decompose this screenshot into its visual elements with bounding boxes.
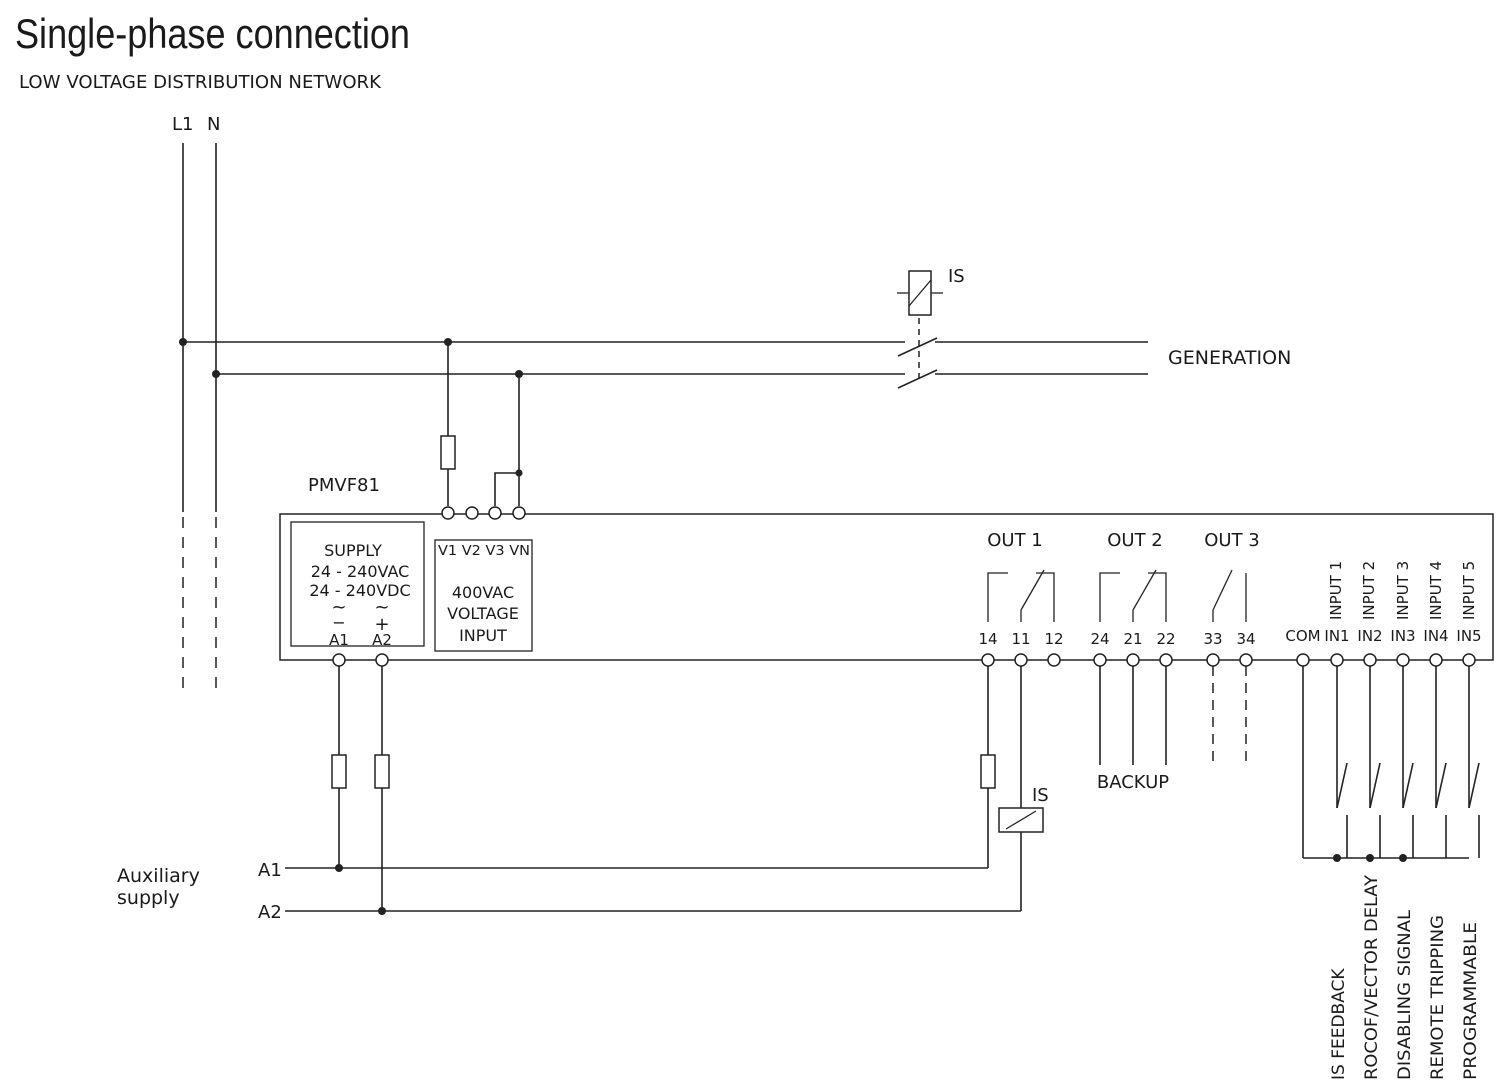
- ac-symbol-a2: ~: [374, 597, 389, 618]
- terminal-34-label: 34: [1236, 630, 1255, 648]
- auxiliary-label-line1: Auxiliary: [117, 865, 200, 887]
- ac-symbol-a1: ~: [331, 597, 346, 618]
- supply-title: SUPPLY: [324, 541, 382, 560]
- in5-label: IN5: [1456, 627, 1481, 645]
- supply-ac-range: 24 - 240VAC: [311, 562, 410, 581]
- voltage-terminal-labels: V1 V2 V3 VN: [438, 544, 530, 559]
- out2-wiring: [1099, 666, 1167, 765]
- in1-label: IN1: [1324, 627, 1349, 645]
- terminal-24-label: 24: [1090, 630, 1109, 648]
- supply-dc-range: 24 - 240VDC: [309, 581, 410, 600]
- out1-label: OUT 1: [987, 530, 1043, 551]
- terminal-12-label: 12: [1044, 630, 1063, 648]
- out3-wiring: [1212, 666, 1247, 768]
- voltage-input-line1: 400VAC: [452, 583, 514, 602]
- terminal-a2-label: A2: [372, 631, 392, 649]
- relay-label-top: IS: [948, 266, 965, 287]
- device-box: [279, 513, 1494, 661]
- voltage-input-box: [434, 539, 533, 652]
- out3-label: OUT 3: [1204, 530, 1260, 551]
- input-1-function: IS FEEDBACK: [1329, 968, 1349, 1080]
- in3-label: IN3: [1390, 627, 1415, 645]
- generation-label: GENERATION: [1168, 347, 1291, 369]
- input-5-function: PROGRAMMABLE: [1461, 922, 1481, 1080]
- out3-contact-symbol: [1212, 569, 1247, 622]
- aux-a1-label: A1: [258, 860, 282, 881]
- terminal-a2: [375, 653, 389, 667]
- auxiliary-label-line2: supply: [117, 887, 180, 909]
- out2-contact-symbol: [1099, 569, 1167, 622]
- input-3-function: DISABLING SIGNAL: [1395, 909, 1415, 1080]
- interface-switch-coil: [897, 270, 943, 316]
- voltage-input-line2: VOLTAGE: [447, 604, 519, 623]
- terminal-a1-label: A1: [329, 631, 349, 649]
- in4-label: IN4: [1423, 627, 1448, 645]
- fuse-icon: [374, 754, 390, 789]
- input-2-function: ROCOF/VECTOR DELAY: [1362, 874, 1382, 1080]
- voltage-sense-leads: [440, 342, 523, 506]
- interface-switch-contacts: [897, 318, 938, 389]
- is-relay-coil-icon: [998, 807, 1044, 833]
- label-n: N: [207, 114, 220, 135]
- page-subtitle: LOW VOLTAGE DISTRIBUTION NETWORK: [19, 72, 382, 93]
- in2-label: IN2: [1357, 627, 1382, 645]
- input-4-name: INPUT 4: [1427, 561, 1445, 620]
- input-5-name: INPUT 5: [1460, 561, 1478, 620]
- aux-a2-label: A2: [258, 902, 282, 923]
- terminal-11-label: 11: [1011, 630, 1030, 648]
- out1-contact-symbol: [987, 569, 1055, 622]
- out2-label: OUT 2: [1107, 530, 1163, 551]
- com-label: COM: [1285, 627, 1320, 645]
- input-terminals: [1296, 653, 1476, 667]
- voltage-input-line3: INPUT: [459, 626, 507, 645]
- voltage-terminals: [441, 506, 526, 520]
- relay-label-coil: IS: [1032, 785, 1049, 806]
- plus-symbol: +: [374, 614, 389, 635]
- terminal-33-label: 33: [1203, 630, 1222, 648]
- junction-dot: [179, 338, 187, 346]
- output-terminals: [981, 653, 1253, 667]
- minus-symbol: −: [332, 613, 345, 632]
- terminal-14-label: 14: [978, 630, 997, 648]
- backup-label: BACKUP: [1097, 772, 1169, 793]
- auxiliary-supply-wiring: [285, 666, 1021, 915]
- input-3-name: INPUT 3: [1394, 561, 1412, 620]
- junction-dot: [212, 370, 220, 378]
- terminal-22-label: 22: [1156, 630, 1175, 648]
- input-1-name: INPUT 1: [1327, 561, 1345, 620]
- label-l1: L1: [172, 114, 193, 135]
- out1-wiring: [980, 666, 1022, 911]
- supply-box: [290, 521, 425, 647]
- input-2-name: INPUT 2: [1360, 561, 1378, 620]
- fuse-icon: [331, 754, 347, 789]
- device-name: PMVF81: [308, 475, 380, 496]
- input-wiring: [1302, 666, 1480, 862]
- terminal-a1: [332, 653, 346, 667]
- fuse-icon: [980, 754, 996, 789]
- fuse-icon: [440, 435, 456, 470]
- input-4-function: REMOTE TRIPPING: [1428, 915, 1448, 1080]
- page-title: Single-phase connection: [15, 10, 410, 57]
- terminal-21-label: 21: [1123, 630, 1142, 648]
